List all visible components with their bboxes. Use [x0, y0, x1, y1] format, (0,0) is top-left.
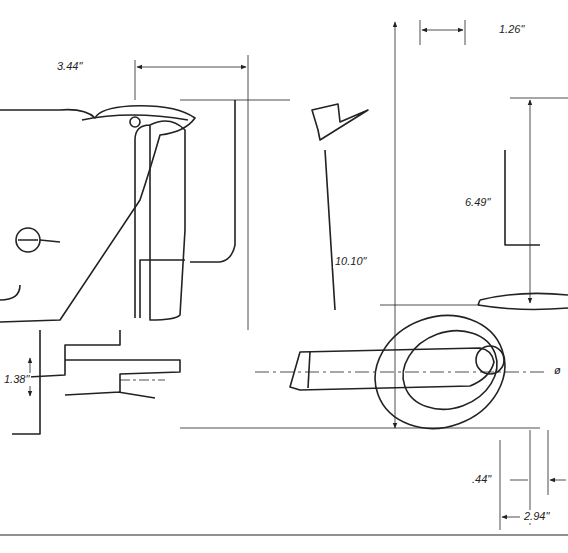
side-plate-edge: [140, 260, 185, 318]
latch-tab: [312, 104, 368, 140]
extension-line: [380, 98, 568, 305]
center-line: [120, 380, 165, 381]
border-line: [0, 535, 568, 536]
escutcheon-outline: [0, 106, 195, 322]
escutcheon-corner: [0, 285, 20, 300]
dimension-label: ø: [552, 364, 563, 377]
dimension-label: 2.94": [522, 510, 551, 523]
center-line: [255, 372, 545, 373]
plate-top-inner: [505, 150, 540, 245]
dimension-line: [422, 30, 463, 31]
dimension-label: 3.44": [55, 60, 84, 73]
dimension-label: 1.38": [2, 373, 31, 386]
plate-rear: [325, 150, 335, 310]
dimension-label: 6.49": [463, 196, 492, 209]
dimension-line: [502, 517, 520, 518]
dimension-label: .44": [470, 473, 493, 486]
lever-side-view: [10, 330, 180, 398]
dimension-line: [395, 22, 396, 428]
dimension-label: 10.10": [333, 255, 368, 268]
extension-line: [180, 100, 540, 428]
dimension-label: 1.26": [497, 23, 526, 36]
dimension-lines: [0, 20, 568, 535]
extension-line: [135, 55, 248, 330]
plate-top-view: [478, 293, 568, 309]
cylinder-keyway: [18, 240, 60, 242]
back-plate-edge: [190, 100, 235, 262]
side-plate-outline: [135, 121, 185, 320]
dimension-line: [510, 480, 566, 481]
extension-line: [420, 20, 465, 45]
part-outlines: [0, 100, 568, 446]
dimension-line: [137, 67, 246, 68]
screw-head: [130, 117, 140, 127]
lever-tip-line: [308, 352, 310, 388]
lever-handle: [290, 348, 494, 390]
dimension-line: [530, 100, 531, 303]
